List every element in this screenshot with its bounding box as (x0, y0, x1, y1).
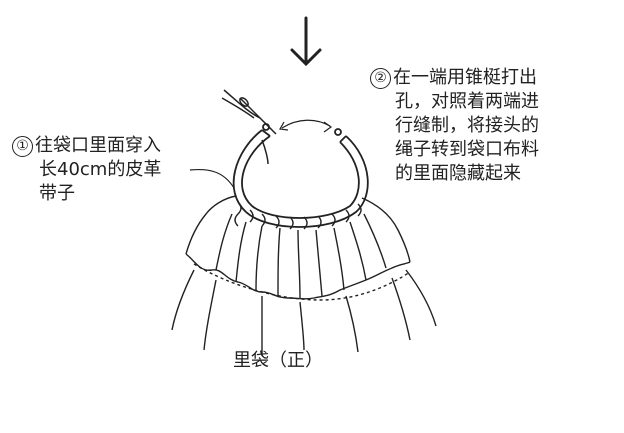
step-number-2: ② (370, 68, 391, 89)
double-arrow (279, 119, 333, 133)
note-2-line-5: 的里面隐藏起来 (395, 163, 521, 184)
needle-and-thread (221, 89, 277, 165)
leather-strap-ring (232, 123, 369, 228)
inner-bag-label: 里袋（正） (233, 350, 323, 371)
note-1-line-3: 带子 (39, 183, 75, 204)
note-2-line-3: 行缝制，将接头的 (395, 115, 539, 136)
note-2-line-4: 绳子转到袋口布料 (395, 139, 539, 160)
gathered-fabric (171, 195, 437, 356)
note-2-line-2: 孔，对照着两端进 (395, 91, 539, 112)
leader-line (189, 168, 235, 189)
step-number-1: ① (12, 136, 33, 157)
note-1-line-2: 长40cm的皮革 (39, 159, 162, 180)
down-arrow-icon (290, 16, 322, 67)
